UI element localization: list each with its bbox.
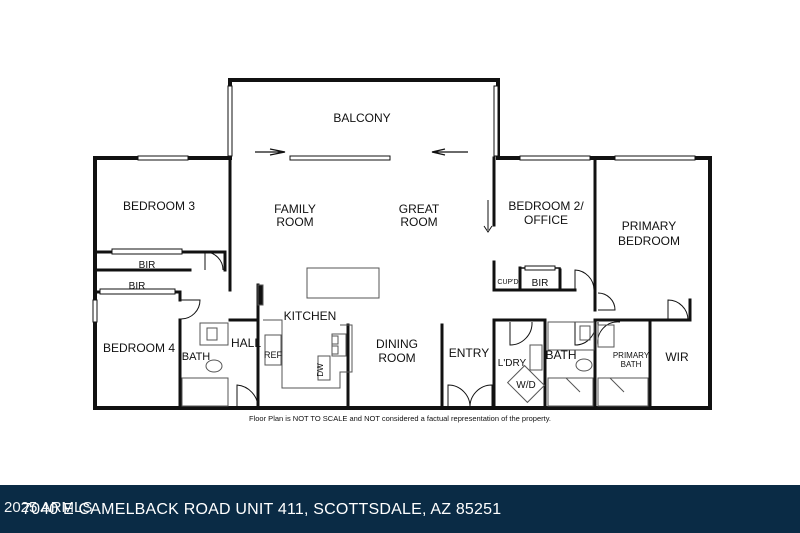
doors bbox=[180, 200, 689, 409]
balcony-doors bbox=[255, 148, 468, 156]
label-dining: DINING bbox=[376, 337, 418, 351]
label-primary-bath-2: BATH bbox=[621, 360, 642, 369]
label-bedroom-4: BEDROOM 4 bbox=[103, 341, 175, 355]
label-balcony: BALCONY bbox=[333, 111, 390, 125]
label-ldry: L'DRY bbox=[498, 358, 527, 369]
label-great: GREAT bbox=[399, 202, 440, 216]
fixtures bbox=[181, 267, 649, 407]
interior-walls bbox=[93, 156, 692, 410]
property-address: 7040 E CAMELBACK ROAD UNIT 411, SCOTTSDA… bbox=[22, 501, 502, 518]
label-bir-b: BIR bbox=[129, 281, 146, 292]
label-office: OFFICE bbox=[524, 213, 568, 227]
label-hall: HALL bbox=[231, 336, 261, 350]
label-cupd: CUP'D bbox=[497, 279, 518, 286]
label-entry: ENTRY bbox=[449, 346, 489, 360]
label-wd: W/D bbox=[516, 380, 535, 391]
label-bedroom-3: BEDROOM 3 bbox=[123, 199, 195, 213]
listing-footer: 2025 ARMLS 7040 E CAMELBACK ROAD UNIT 41… bbox=[0, 485, 800, 533]
label-family-room: ROOM bbox=[276, 215, 313, 229]
label-primary-bedroom: BEDROOM bbox=[618, 234, 680, 248]
label-primary: PRIMARY bbox=[622, 219, 676, 233]
label-dining-room: ROOM bbox=[378, 351, 415, 365]
label-bedroom-2: BEDROOM 2/ bbox=[508, 199, 584, 213]
label-ref: REF bbox=[264, 350, 283, 360]
label-dw: DW bbox=[316, 363, 325, 377]
label-bath-left: BATH bbox=[182, 351, 211, 363]
label-great-room: ROOM bbox=[400, 215, 437, 229]
floor-plan: BALCONY BEDROOM 3 FAMILY ROOM GREAT ROOM… bbox=[92, 78, 712, 423]
windows bbox=[92, 85, 696, 323]
label-kitchen: KITCHEN bbox=[284, 309, 337, 323]
disclaimer: Floor Plan is NOT TO SCALE and NOT consi… bbox=[249, 414, 551, 423]
label-wir: WIR bbox=[665, 350, 689, 364]
label-bir-a: BIR bbox=[139, 260, 156, 271]
label-primary-bath: PRIMARY bbox=[613, 351, 650, 360]
room-labels: BALCONY BEDROOM 3 FAMILY ROOM GREAT ROOM… bbox=[103, 111, 689, 391]
label-bath-mid: BATH bbox=[545, 348, 576, 362]
label-family: FAMILY bbox=[274, 202, 316, 216]
label-bir-c: BIR bbox=[532, 278, 549, 289]
copyright: 2025 ARMLS bbox=[4, 499, 93, 516]
